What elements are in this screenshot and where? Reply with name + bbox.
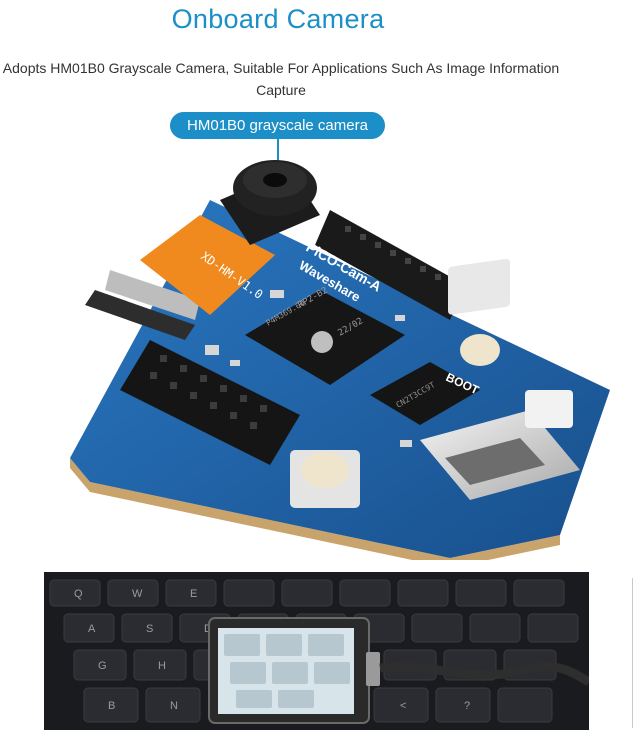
key-label: ?: [464, 700, 470, 712]
usb-cable: [379, 662, 589, 686]
key-label: S: [146, 623, 153, 635]
key-label: E: [190, 588, 197, 600]
pin-header-right: [315, 210, 465, 320]
key-label: Q: [74, 588, 83, 600]
boot-button-base: [448, 258, 510, 315]
fpc-connector: [85, 290, 195, 340]
reset-button-cap: [301, 452, 349, 488]
camera-flex-cable: [140, 215, 275, 315]
pin-holes-left: [150, 355, 267, 429]
lcd-connector: [366, 652, 380, 686]
side-connector: [525, 390, 573, 428]
page-subtitle: Adopts HM01B0 Grayscale Camera, Suitable…: [2, 60, 560, 98]
key-label: A: [88, 623, 96, 635]
pin-holes-right: [345, 226, 441, 280]
page-title: Onboard Camera: [171, 4, 385, 34]
key-label: B: [108, 700, 115, 712]
key-label: G: [98, 660, 107, 672]
callout-pointer-line: [277, 139, 279, 165]
pcb-edge: [70, 458, 560, 560]
smd-components: [205, 290, 412, 447]
camera-lens-glass: [263, 173, 287, 187]
key-label: N: [170, 700, 178, 712]
product-board-image: XD-HM-V1.0 PiCO-Cam-A Waveshare RP2-B2 2…: [70, 160, 610, 560]
fpc-latch: [105, 270, 200, 320]
key-label: H: [158, 660, 166, 672]
lcd-screen-keys: [224, 634, 350, 708]
keyboard-scene-image: Q W E A S D F G H B N < ?: [44, 572, 589, 730]
key-label: <: [400, 700, 406, 712]
key-label: W: [132, 588, 143, 600]
boot-button-cap: [460, 334, 500, 366]
flash-chip: [370, 362, 480, 425]
camera-callout-label: HM01B0 grayscale camera: [170, 112, 385, 139]
usb-c-opening: [445, 438, 545, 485]
right-edge-divider: [632, 578, 633, 728]
raspberry-logo: [311, 331, 333, 353]
